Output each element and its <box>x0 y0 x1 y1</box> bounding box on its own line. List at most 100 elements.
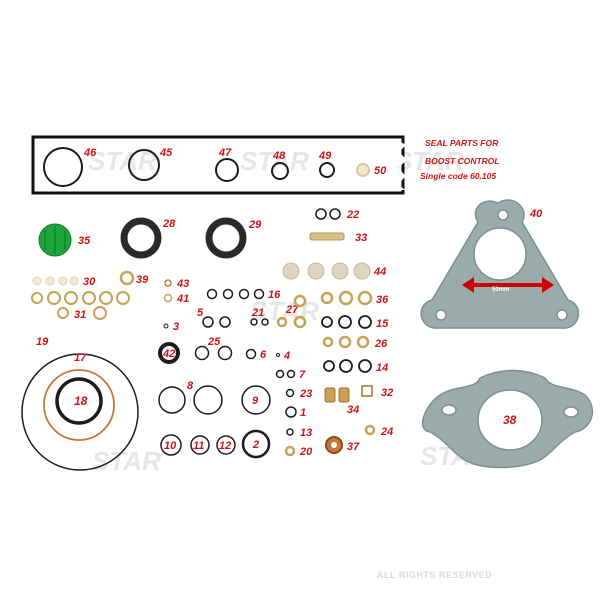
dimension-arrow-right <box>542 277 554 293</box>
o-ring-2 <box>241 429 271 459</box>
o-ring-18 <box>55 377 103 425</box>
washer-31b <box>93 306 107 320</box>
o-ring-set-16 <box>206 288 265 300</box>
o-rings-14 <box>323 359 372 373</box>
label-43: 43 <box>176 278 189 290</box>
washers-27 <box>276 294 307 329</box>
boost-control-frame: 46 45 47 48 49 50 <box>31 135 407 195</box>
label-45: 45 <box>159 147 173 159</box>
ring-4 <box>276 353 280 357</box>
label-27: 27 <box>285 304 299 316</box>
label-11: 11 <box>193 440 204 452</box>
o-ring-11 <box>190 435 210 455</box>
label-47: 47 <box>218 147 232 159</box>
o-ring-46 <box>43 147 83 187</box>
kit-header: SEAL PARTS FOR BOOST CONTROL Single code… <box>420 138 500 181</box>
gasket-38-body <box>421 369 594 469</box>
watermark-bottom-left: STAR <box>92 446 161 476</box>
o-ring-5b <box>219 316 231 328</box>
washers-36 <box>320 290 373 306</box>
washer-20 <box>284 445 296 457</box>
label-18: 18 <box>74 394 88 408</box>
label-49: 49 <box>318 150 332 162</box>
label-33: 33 <box>355 232 367 244</box>
label-32: 32 <box>381 387 393 399</box>
label-26: 26 <box>374 338 388 350</box>
label-38: 38 <box>503 413 517 427</box>
label-13: 13 <box>300 427 312 439</box>
cap-30d <box>69 276 79 286</box>
header-line-1: SEAL PARTS FOR <box>425 138 499 148</box>
label-25: 25 <box>207 336 221 348</box>
caps-44 <box>282 262 371 280</box>
shaft-seal-28 <box>120 217 162 259</box>
label-41: 41 <box>176 293 189 305</box>
sleeve-34a <box>324 387 336 403</box>
cap-30a <box>32 276 42 286</box>
label-2: 2 <box>252 439 259 451</box>
label-24: 24 <box>380 426 393 438</box>
label-30: 30 <box>83 276 96 288</box>
label-34: 34 <box>347 404 359 416</box>
label-7: 7 <box>299 369 306 381</box>
inner-right-parts: 22 33 44 27 36 15 <box>275 208 393 458</box>
o-ring-21b <box>261 318 269 326</box>
label-29: 29 <box>248 219 262 231</box>
label-15: 15 <box>376 318 389 330</box>
label-6: 6 <box>260 349 267 361</box>
cap-30b <box>45 276 55 286</box>
dimension-label: 50mm <box>492 287 509 293</box>
label-19: 19 <box>36 336 49 348</box>
label-35: 35 <box>78 235 91 247</box>
cap-30c <box>58 276 68 286</box>
gasket-40-body <box>420 199 580 329</box>
o-ring-22a <box>315 208 327 220</box>
o-ring-5a <box>202 316 214 328</box>
label-36: 36 <box>376 294 389 306</box>
cap-50 <box>356 163 370 177</box>
o-rings-15 <box>321 315 372 329</box>
label-4: 4 <box>283 350 290 362</box>
label-14: 14 <box>376 362 388 374</box>
center-parts: 43 41 3 16 5 21 25 42 6 4 8 9 10 <box>158 278 290 459</box>
large-seal-19 <box>21 353 139 471</box>
o-ring-7b <box>286 369 296 379</box>
label-37: 37 <box>347 441 360 453</box>
label-1: 1 <box>300 407 306 419</box>
watermark-top-center: STAR <box>240 146 309 176</box>
o-ring-21a <box>250 318 258 326</box>
o-ring-6 <box>245 348 257 360</box>
label-50: 50 <box>374 165 387 177</box>
triangle-gasket-40: 50mm 40 <box>420 199 580 329</box>
label-42: 42 <box>162 348 175 360</box>
label-17: 17 <box>74 352 87 364</box>
o-ring-10 <box>160 434 182 456</box>
clip-33 <box>309 232 345 241</box>
o-ring-48 <box>271 162 289 180</box>
label-5: 5 <box>197 307 204 319</box>
label-20: 20 <box>299 446 313 458</box>
label-22: 22 <box>346 209 359 221</box>
label-39: 39 <box>136 274 149 286</box>
label-8: 8 <box>187 380 194 392</box>
o-ring-22b <box>329 208 341 220</box>
header-line-2: BOOST CONTROL <box>425 156 500 166</box>
label-23: 23 <box>299 388 312 400</box>
o-ring-7a <box>275 369 285 379</box>
sleeve-34b <box>338 387 350 403</box>
o-ring-47 <box>215 158 239 182</box>
o-ring-42 <box>158 342 180 364</box>
o-ring-8b <box>193 385 223 415</box>
shaft-seals: 28 29 <box>120 217 262 259</box>
frame-torn-edge <box>397 140 407 190</box>
label-28: 28 <box>162 218 176 230</box>
clip-32 <box>361 385 373 397</box>
ring-43 <box>164 279 172 287</box>
ring-41 <box>163 293 173 303</box>
o-ring-45 <box>128 149 160 181</box>
label-3: 3 <box>173 321 179 333</box>
left-parts: 35 30 39 31 19 17 18 <box>21 223 149 471</box>
label-44: 44 <box>373 266 386 278</box>
o-ring-25a <box>194 345 210 361</box>
